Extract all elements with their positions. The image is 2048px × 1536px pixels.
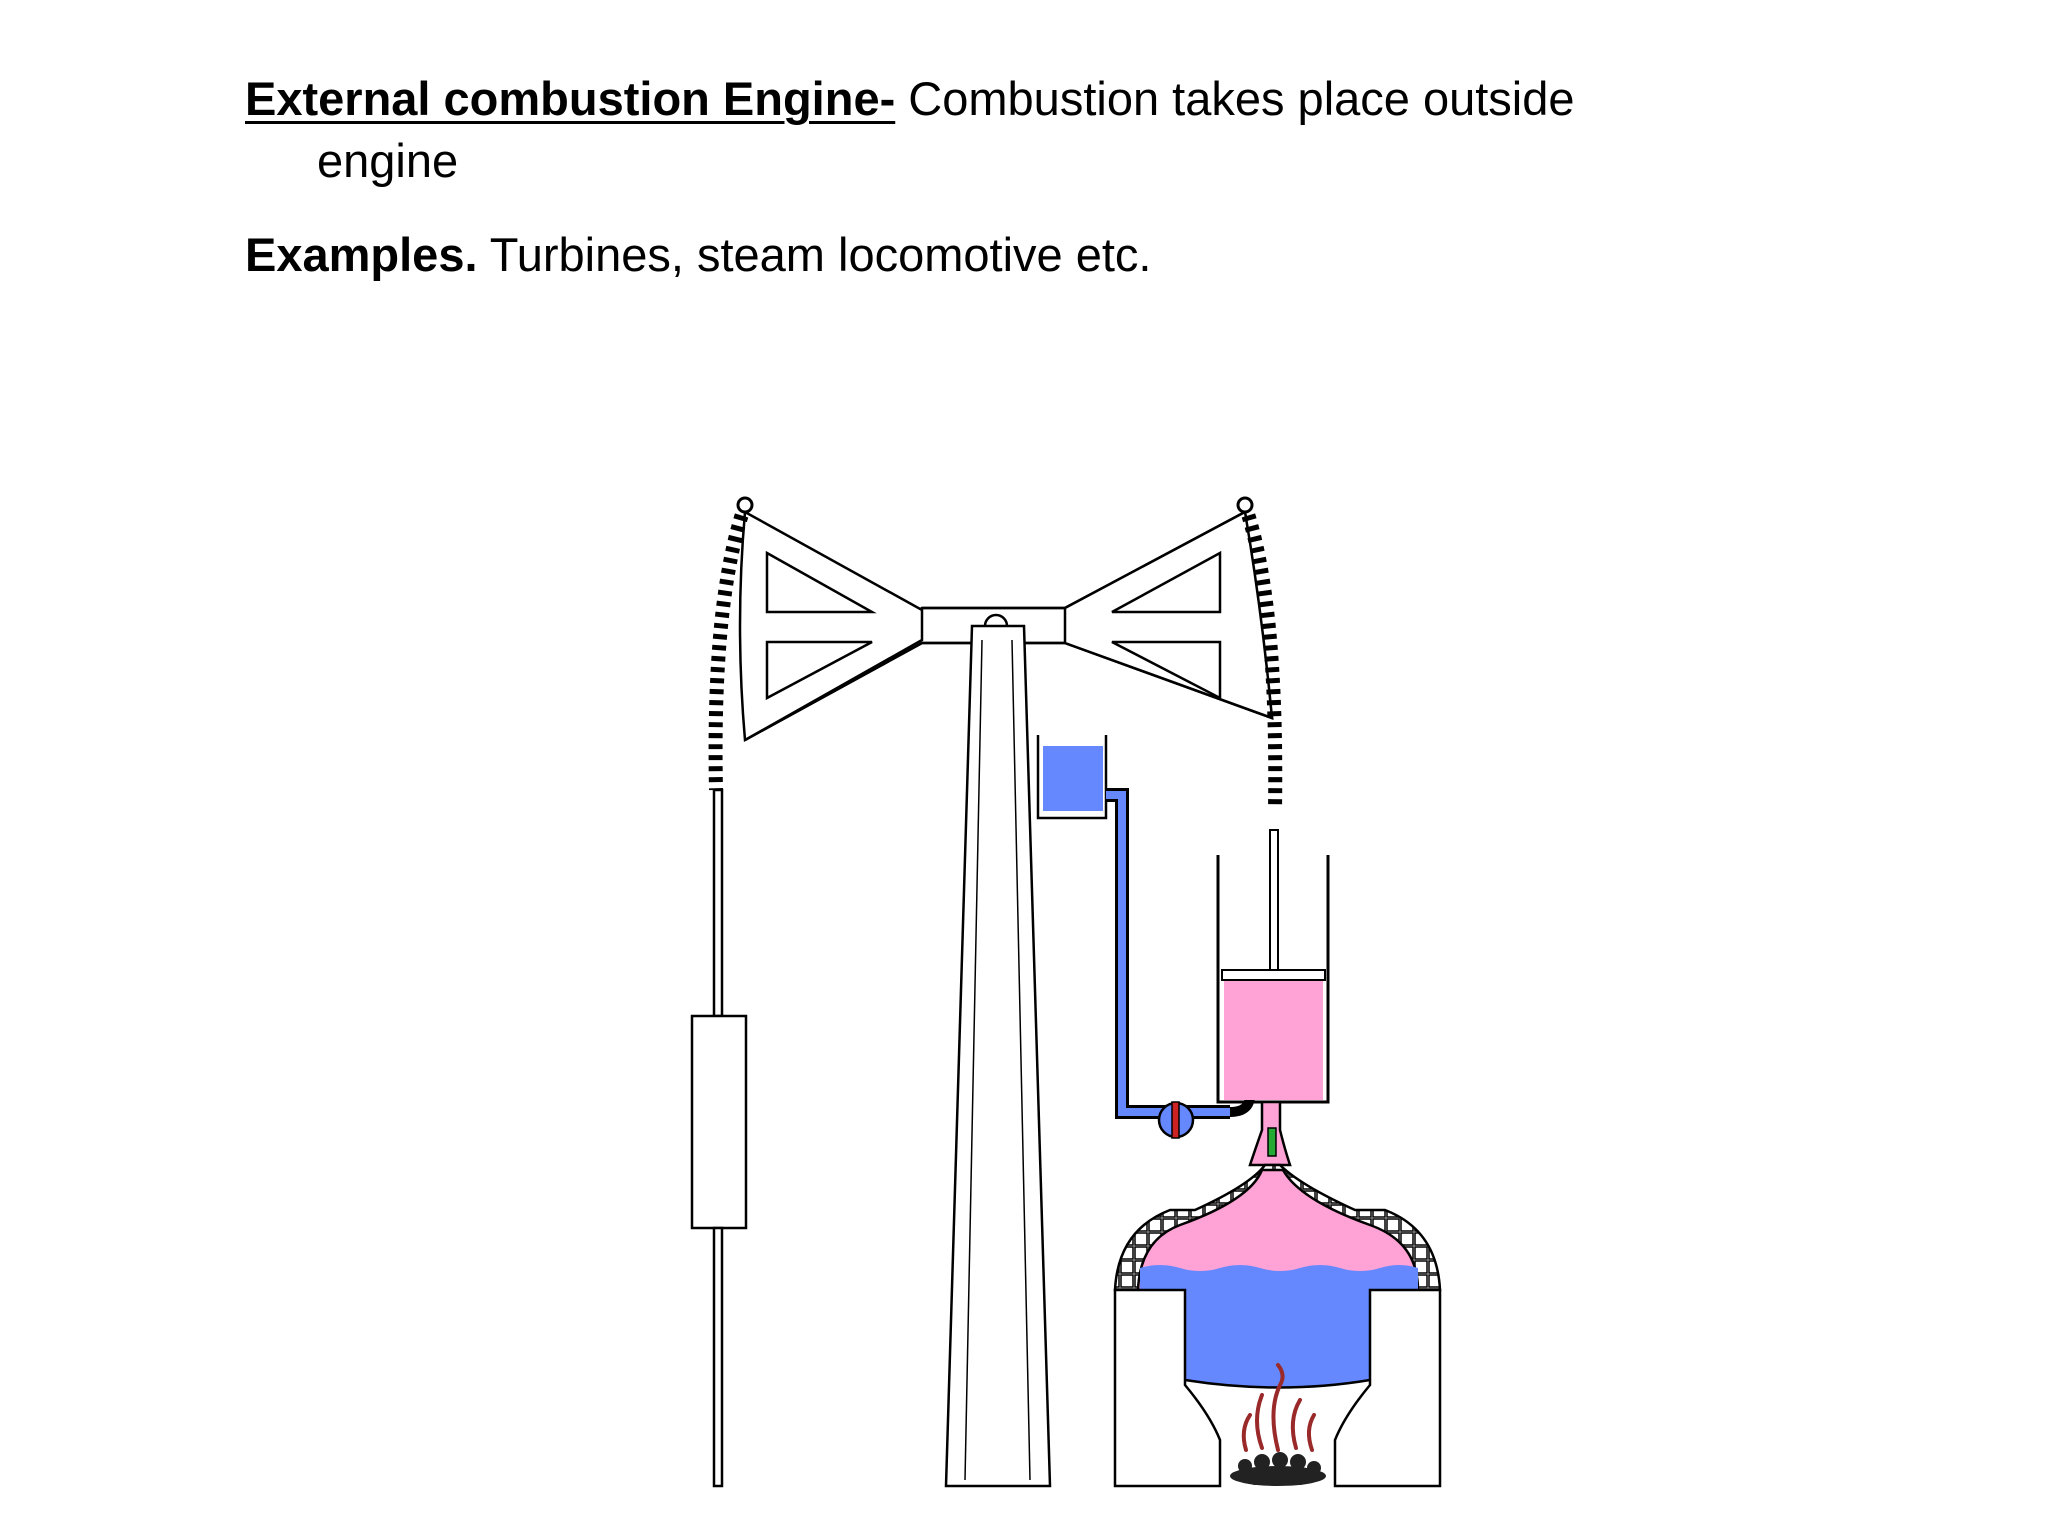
definition-continued: engine — [317, 134, 459, 187]
furnace — [1113, 1288, 1442, 1488]
fire-icon — [1241, 1363, 1316, 1452]
steam-neck — [1248, 1100, 1292, 1167]
support-column — [944, 624, 1052, 1488]
definition-line: External combustion Engine- Combustion t… — [245, 68, 1845, 130]
slide-heading: External combustion Engine- — [245, 72, 896, 125]
right-chain-icon — [1236, 496, 1283, 811]
coal-icon — [1230, 1452, 1326, 1486]
water-cistern — [1036, 735, 1108, 820]
examples-label: Examples. — [245, 228, 478, 281]
definition-text: Combustion takes place outside — [895, 72, 1575, 125]
cylinder-icon — [1216, 829, 1330, 1104]
examples-line: Examples. Turbines, steam locomotive etc… — [245, 224, 1845, 286]
counterweight-icon — [690, 1014, 748, 1230]
left-chain-icon — [708, 496, 754, 791]
steam-valve-icon — [1267, 1127, 1277, 1157]
pump-rod — [690, 788, 748, 1488]
valve-icon — [1157, 1101, 1195, 1139]
examples-text: Turbines, steam locomotive etc. — [477, 228, 1152, 281]
slide-text: External combustion Engine- Combustion t… — [245, 68, 1845, 286]
boiler-icon — [1113, 1163, 1442, 1388]
